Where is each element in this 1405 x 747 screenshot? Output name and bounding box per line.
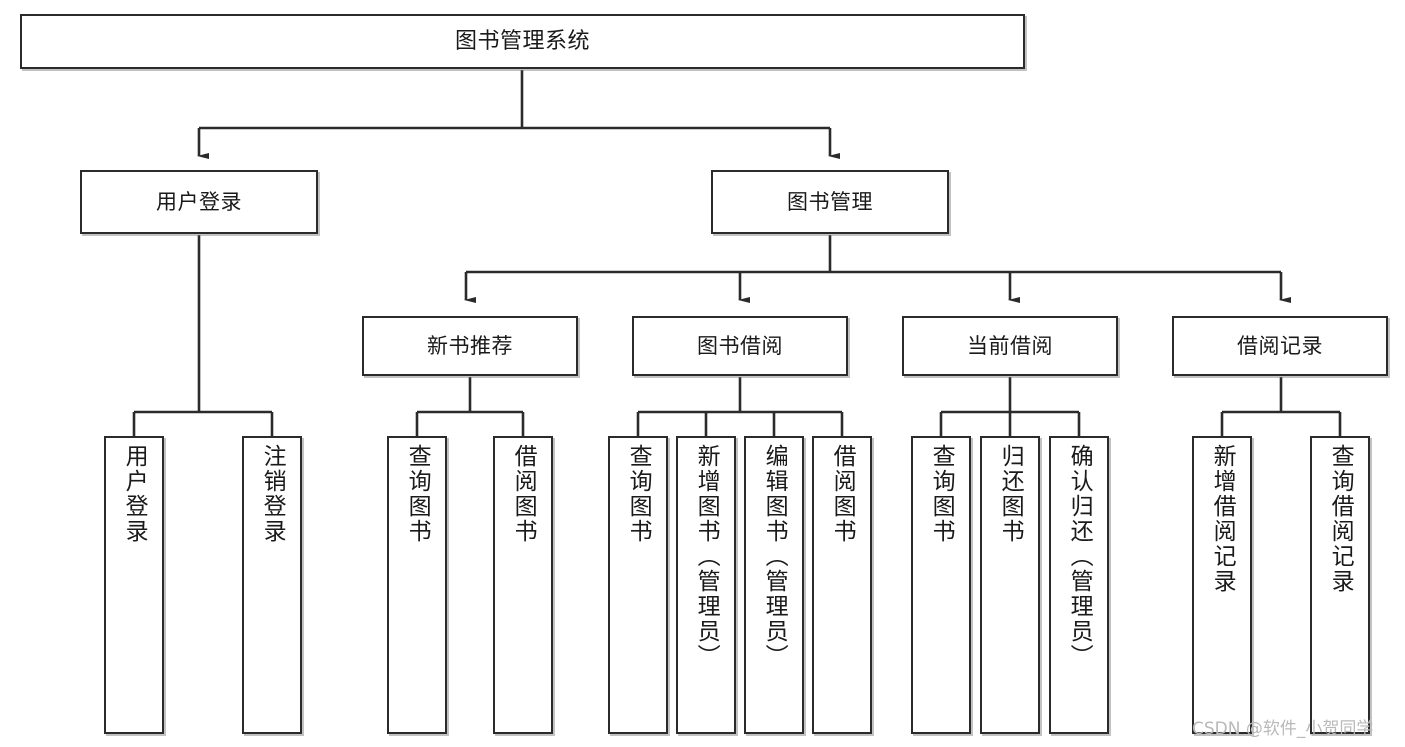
node-book-borrow-label: 图书借阅	[697, 333, 783, 358]
csdn-watermark: CSDN @软件_小贺同学	[1192, 719, 1374, 739]
node-borrow-record[interactable]: 借阅记录	[1172, 316, 1388, 376]
node-root-label: 图书管理系统	[454, 28, 590, 54]
node-root[interactable]: 图书管理系统	[20, 14, 1025, 69]
leaf-borrow-add-book-label: 新增图书（管理员）	[693, 444, 720, 669]
leaf-current-query-book[interactable]: 查询图书	[911, 436, 971, 734]
node-user-login[interactable]: 用户登录	[80, 170, 318, 234]
leaf-current-confirm-return[interactable]: 确认归还（管理员）	[1049, 436, 1109, 734]
leaf-user-login-logout-label: 注销登录	[259, 444, 286, 544]
node-new-book-recommend-label: 新书推荐	[427, 333, 513, 358]
leaf-record-add-record[interactable]: 新增借阅记录	[1192, 436, 1252, 734]
leaf-user-login-logout[interactable]: 注销登录	[242, 436, 302, 734]
leaf-current-confirm-return-label: 确认归还（管理员）	[1066, 444, 1093, 669]
leaf-borrow-borrow-book-label: 借阅图书	[829, 444, 856, 544]
leaf-user-login-login-label: 用户登录	[121, 444, 148, 544]
leaf-user-login-login[interactable]: 用户登录	[104, 436, 164, 734]
leaf-record-query-record[interactable]: 查询借阅记录	[1310, 436, 1370, 734]
leaf-borrow-borrow-book[interactable]: 借阅图书	[812, 436, 872, 734]
leaf-borrow-query-book-label: 查询图书	[625, 444, 652, 544]
node-user-login-label: 用户登录	[156, 189, 242, 214]
node-current-borrow-label: 当前借阅	[967, 333, 1053, 358]
node-borrow-record-label: 借阅记录	[1237, 333, 1323, 358]
leaf-borrow-query-book[interactable]: 查询图书	[608, 436, 668, 734]
node-book-borrow[interactable]: 图书借阅	[632, 316, 848, 376]
leaf-recommend-query-book[interactable]: 查询图书	[387, 436, 447, 734]
leaf-record-query-record-label: 查询借阅记录	[1327, 444, 1354, 594]
leaf-current-query-book-label: 查询图书	[928, 444, 955, 544]
leaf-current-return-book-label: 归还图书	[997, 444, 1024, 544]
leaf-recommend-borrow-book-label: 借阅图书	[510, 444, 537, 544]
leaf-recommend-query-book-label: 查询图书	[404, 444, 431, 544]
leaf-borrow-add-book[interactable]: 新增图书（管理员）	[676, 436, 736, 734]
node-book-manage[interactable]: 图书管理	[711, 170, 949, 234]
leaf-borrow-edit-book-label: 编辑图书（管理员）	[761, 444, 788, 669]
leaf-record-add-record-label: 新增借阅记录	[1209, 444, 1236, 594]
leaf-current-return-book[interactable]: 归还图书	[980, 436, 1040, 734]
leaf-recommend-borrow-book[interactable]: 借阅图书	[493, 436, 553, 734]
node-new-book-recommend[interactable]: 新书推荐	[362, 316, 578, 376]
node-current-borrow[interactable]: 当前借阅	[902, 316, 1118, 376]
node-book-manage-label: 图书管理	[787, 189, 873, 214]
leaf-borrow-edit-book[interactable]: 编辑图书（管理员）	[744, 436, 804, 734]
